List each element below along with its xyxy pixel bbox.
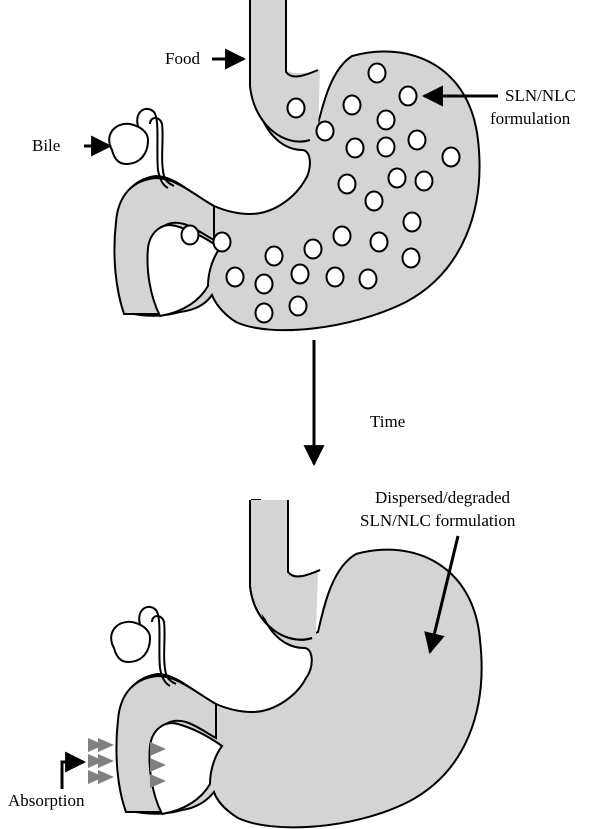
particle <box>334 227 351 246</box>
particle <box>339 175 356 194</box>
particle <box>378 111 395 130</box>
sln-label-line1: SLN/NLC <box>505 86 576 105</box>
sln-label-line2: formulation <box>490 109 571 128</box>
particle <box>182 226 199 245</box>
particle <box>266 247 283 266</box>
particle <box>214 233 231 252</box>
particle <box>288 99 305 118</box>
gallbladder-bottom <box>111 622 150 662</box>
particle <box>256 275 273 294</box>
particle <box>378 138 395 157</box>
particle <box>400 87 417 106</box>
particle <box>404 213 421 232</box>
particle <box>360 270 377 289</box>
absorption-label: Absorption <box>8 791 85 810</box>
particle <box>369 64 386 83</box>
particle <box>344 96 361 115</box>
particle <box>292 265 309 284</box>
time-label: Time <box>370 412 405 431</box>
particle <box>305 240 322 259</box>
dispersed-label-line1: Dispersed/degraded <box>375 488 511 507</box>
particle <box>317 122 334 141</box>
bile-label: Bile <box>32 136 60 155</box>
particle <box>366 192 383 211</box>
dispersed-label-line2: SLN/NLC formulation <box>360 511 516 530</box>
gallbladder-top <box>109 124 148 164</box>
particle <box>443 148 460 167</box>
particle <box>290 297 307 316</box>
particle <box>256 304 273 323</box>
particle <box>371 233 388 252</box>
particle <box>409 131 426 150</box>
particle <box>227 268 244 287</box>
food-label: Food <box>165 49 200 68</box>
absorption-arrow <box>62 762 84 789</box>
stomach-bottom <box>88 500 482 827</box>
particle <box>327 268 344 287</box>
particle <box>403 249 420 268</box>
particle <box>389 169 406 188</box>
particle <box>416 172 433 191</box>
particle <box>347 139 364 158</box>
